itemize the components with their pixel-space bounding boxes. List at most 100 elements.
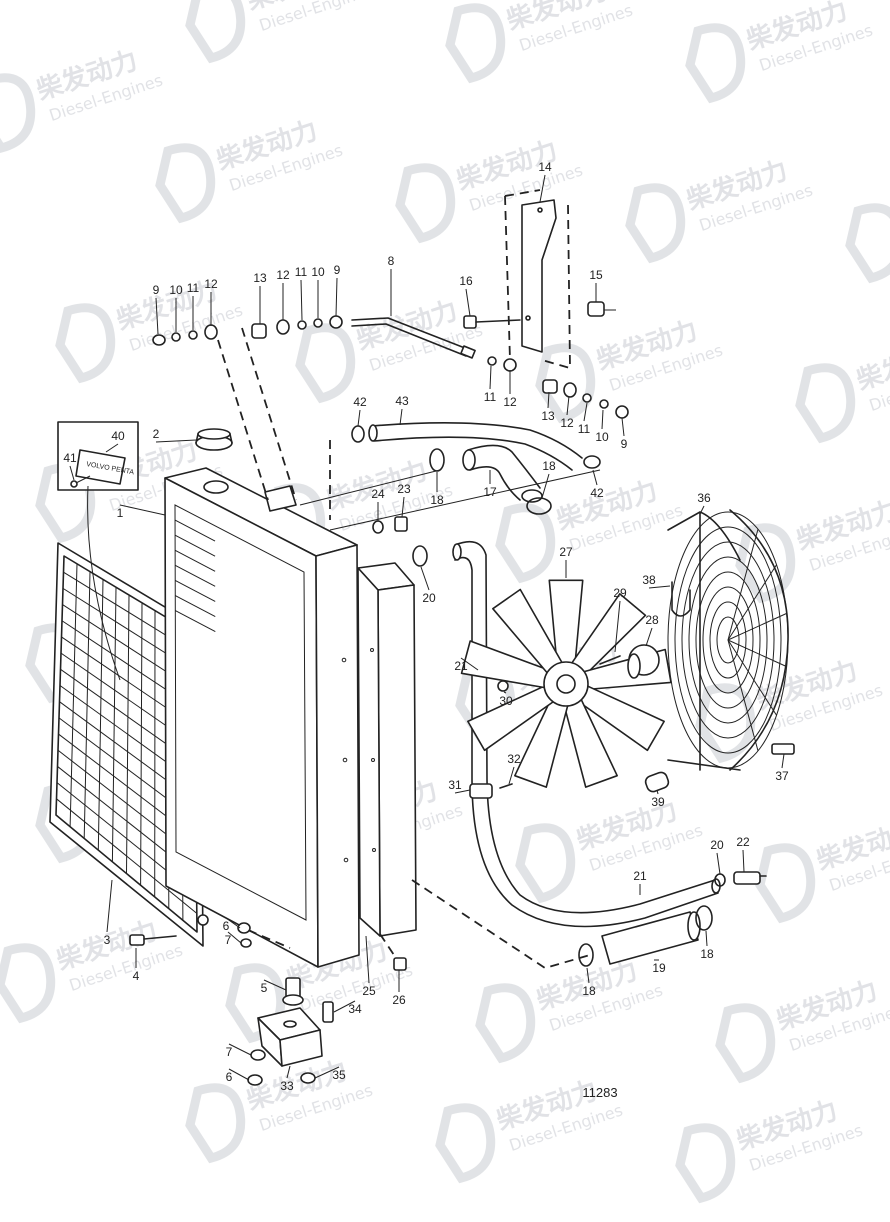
guard-ring xyxy=(695,571,761,709)
washers-row-left xyxy=(152,324,218,346)
bolt-34 xyxy=(322,1001,334,1023)
callout-c38: 38 xyxy=(642,573,656,587)
callout-c12a: 12 xyxy=(204,277,218,291)
callout-c5: 5 xyxy=(261,981,268,995)
callout-c18a: 18 xyxy=(430,493,444,507)
callout-leader xyxy=(566,395,570,416)
bushing-39 xyxy=(644,771,670,793)
callout-c11b: 11 xyxy=(295,265,308,279)
callout-leader xyxy=(454,789,471,794)
bolt-29 xyxy=(599,655,621,665)
radiator-fin xyxy=(174,564,216,587)
callout-leader xyxy=(645,627,653,647)
callout-c10a: 10 xyxy=(169,283,183,297)
plug-26 xyxy=(379,933,407,971)
upper-hose xyxy=(368,422,583,471)
callout-leader xyxy=(547,391,550,409)
radiator-fin xyxy=(175,610,216,633)
guard-ring xyxy=(702,586,754,694)
callout-c34: 34 xyxy=(348,1002,362,1016)
callout-leader xyxy=(656,789,659,795)
fan-27 xyxy=(460,579,672,788)
assembly-lines xyxy=(87,327,601,969)
callout-c6b: 6 xyxy=(226,1070,233,1084)
guard-spoke xyxy=(727,564,777,641)
callout-c15: 15 xyxy=(589,268,603,282)
callout-leader xyxy=(586,967,590,984)
callout-leader xyxy=(106,879,113,933)
callout-leader xyxy=(335,277,338,317)
callout-leader xyxy=(227,931,242,944)
radiator-fin xyxy=(174,519,216,542)
callout-c12c: 12 xyxy=(503,395,517,409)
callout-c43: 43 xyxy=(395,394,409,408)
callout-c26: 26 xyxy=(392,993,406,1007)
guard-rim xyxy=(729,509,789,771)
callout-c4: 4 xyxy=(133,969,140,983)
callout-c1: 1 xyxy=(117,506,124,520)
watermark-cn: 柴发动力 xyxy=(852,335,890,397)
callout-leader xyxy=(465,288,471,317)
callout-leader xyxy=(263,979,287,991)
callout-c13a: 13 xyxy=(253,271,267,285)
callout-leader xyxy=(489,365,492,390)
callout-leader xyxy=(742,849,745,873)
callout-leader xyxy=(357,409,361,427)
callout-c21b: 21 xyxy=(633,869,647,883)
callout-leader xyxy=(503,691,507,694)
bolt-16 xyxy=(463,315,521,329)
drawing-number: 11283 xyxy=(582,1085,617,1100)
clip-38 xyxy=(671,581,691,617)
callout-c22: 22 xyxy=(736,835,750,849)
callout-c40: 40 xyxy=(111,429,125,443)
callout-c16: 16 xyxy=(459,274,473,288)
radiator-fin xyxy=(175,595,216,617)
callout-leader xyxy=(699,505,705,515)
guard-ring xyxy=(716,616,740,664)
guard-ring xyxy=(674,526,782,754)
rubber-mount-5 xyxy=(282,977,304,1006)
callout-leader xyxy=(228,1068,250,1081)
fitting-23-24 xyxy=(372,516,408,534)
callout-c37: 37 xyxy=(775,769,789,783)
callout-c18d: 18 xyxy=(700,947,714,961)
callout-leader xyxy=(614,600,621,653)
pipe-8 xyxy=(351,317,476,359)
callout-labels: 1234566778999101010111111111212121213131… xyxy=(63,160,789,1093)
callout-leader xyxy=(716,852,721,875)
radiator-fin xyxy=(174,579,216,602)
radiator-fin xyxy=(174,534,216,557)
grille-bar xyxy=(56,798,198,914)
callout-leader xyxy=(365,935,370,984)
callout-c9b: 9 xyxy=(334,263,341,277)
callout-c20a: 20 xyxy=(422,591,436,605)
callout-leader xyxy=(541,473,550,499)
callout-leader xyxy=(781,753,785,769)
callout-leader xyxy=(539,174,546,203)
hose-clamps xyxy=(351,425,726,967)
guard-spoke xyxy=(727,529,759,641)
washers-row-center xyxy=(251,315,343,339)
callout-leader xyxy=(460,657,479,671)
callout-leader xyxy=(399,408,403,426)
guard-ring xyxy=(688,556,768,724)
callout-c23: 23 xyxy=(397,482,411,496)
callout-leader xyxy=(155,297,159,335)
callout-leader xyxy=(592,469,598,486)
fan-shroud xyxy=(357,562,417,937)
callout-c36: 36 xyxy=(697,491,711,505)
callout-c18b: 18 xyxy=(542,459,556,473)
callout-leader xyxy=(69,465,75,481)
